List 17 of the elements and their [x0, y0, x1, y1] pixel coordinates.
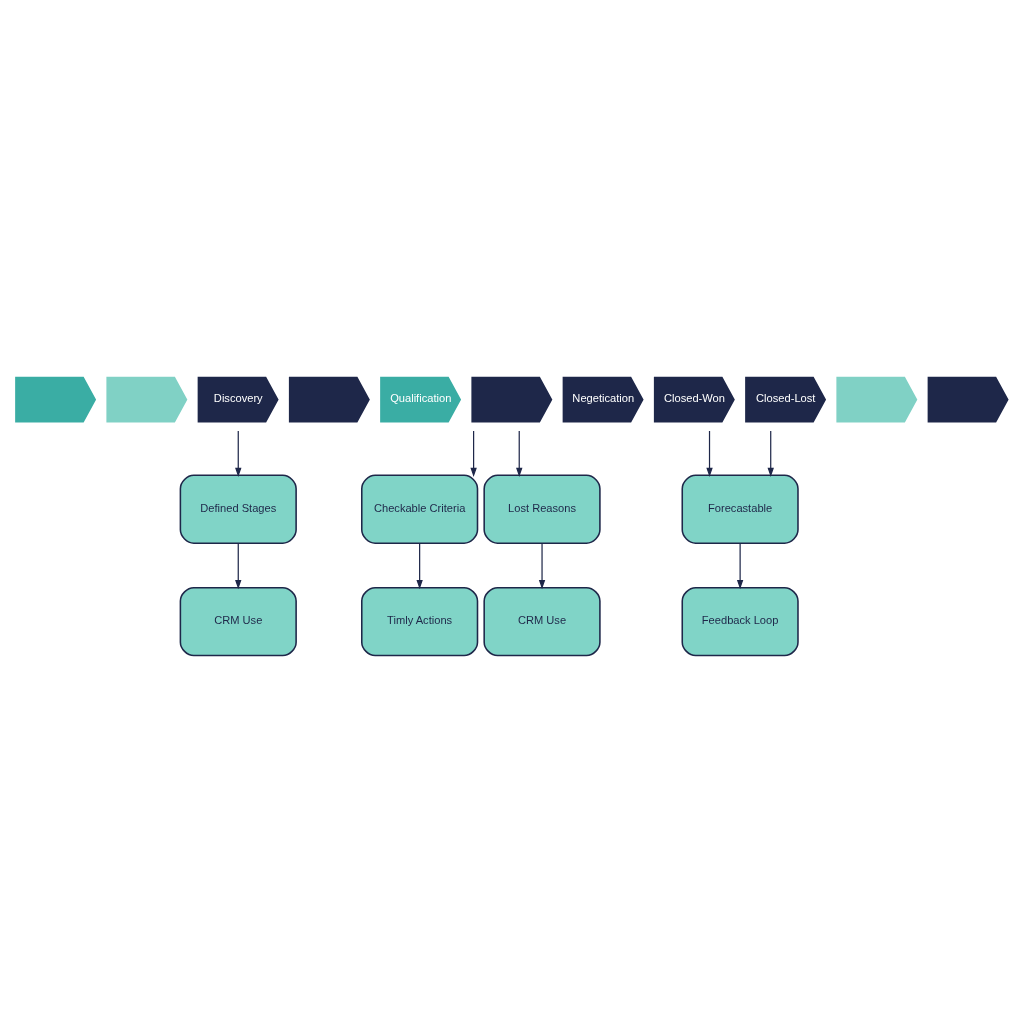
node-box: Checkable Criteria	[361, 474, 479, 544]
node-box: Timly Actions	[361, 586, 479, 657]
node-box: Lost Reasons	[483, 474, 601, 544]
node-box: Feedback Loop	[681, 586, 799, 657]
arrow	[516, 430, 523, 477]
node-box: CRM Use	[483, 586, 601, 657]
arrow	[767, 430, 774, 477]
arrow	[416, 542, 423, 590]
node-box: Forecastable	[681, 474, 799, 544]
node-box: CRM Use	[179, 586, 297, 657]
node-box: Defined Stages	[179, 474, 297, 544]
arrow	[470, 430, 477, 477]
arrow	[706, 430, 713, 477]
arrow	[235, 430, 242, 477]
arrow	[538, 542, 546, 590]
arrow	[736, 542, 744, 590]
arrow	[235, 542, 242, 590]
